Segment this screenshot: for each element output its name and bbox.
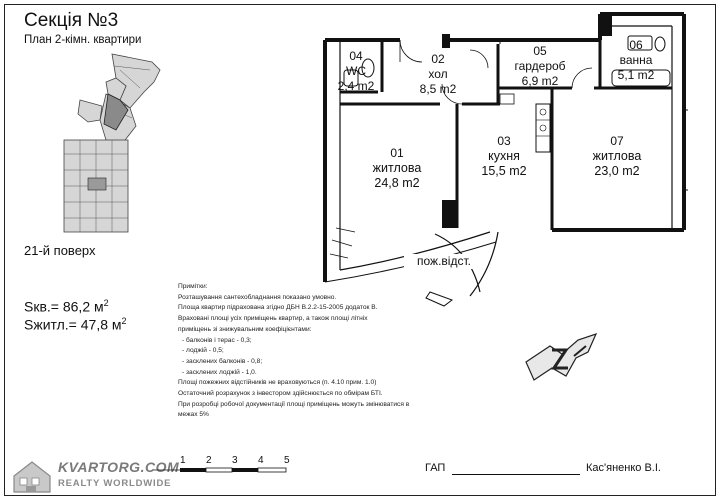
living-area-unit: 2 <box>121 316 127 326</box>
north-arrow-icon <box>525 333 598 381</box>
signature-line <box>452 474 580 475</box>
room-03-label: 03 кухня 15,5 m2 <box>464 134 544 179</box>
living-area-value: Sжитл.= 47,8 м <box>24 316 122 333</box>
room-04-name: WC <box>346 64 366 78</box>
room-01-name: житлова <box>372 161 422 175</box>
notes-heading: Примітки: <box>178 283 208 290</box>
architect-signature: Кас'яненко В.І. <box>586 462 661 474</box>
room-03-number: 03 <box>497 134 511 148</box>
room-07-label: 07 житлова 23,0 m2 <box>572 134 662 179</box>
notes-line: межах 5% <box>178 411 209 419</box>
room-01-label: 01 житлова 24,8 m2 <box>352 146 442 191</box>
evacuation-zone-label: пож.відст. <box>404 254 484 269</box>
total-area-unit: 2 <box>103 298 109 308</box>
living-area: Sжитл.= 47,8 м2 <box>24 316 127 333</box>
room-02-area: 8,5 m2 <box>419 82 457 96</box>
notes-block: Примітки: Розташування сантехобладнання … <box>178 282 443 421</box>
gap-label: ГАП <box>425 462 446 474</box>
room-02-label: 02 хол 8,5 m2 <box>410 52 466 97</box>
notes-line: При розробці робочої документації площі … <box>178 400 410 408</box>
room-06-name: ванна <box>619 53 653 67</box>
total-area-value: Sкв.= 86,2 м <box>24 298 104 315</box>
room-02-number: 02 <box>431 52 445 66</box>
notes-line: Враховані площі усіх приміщень квартир, … <box>178 315 368 323</box>
room-04-number: 04 <box>349 49 363 63</box>
total-area: Sкв.= 86,2 м2 <box>24 298 109 315</box>
notes-line: Розташування сантехобладнання показано у… <box>178 293 337 301</box>
room-04-area: 2,4 m2 <box>337 79 375 93</box>
floor-label: 21-й поверх <box>24 243 96 258</box>
notes-line: - лоджій - 0,5; <box>182 347 224 355</box>
room-05-name: гардероб <box>514 59 566 73</box>
logo-text: KVARTORG.COM <box>58 459 180 475</box>
scale-bar <box>154 467 287 473</box>
room-03-area: 15,5 m2 <box>481 164 527 178</box>
room-05-label: 05 гардероб 6,9 m2 <box>500 44 580 89</box>
key-plan-thumbnail <box>63 53 161 233</box>
room-06-number: 06 <box>629 38 643 52</box>
logo-tagline: REALTY WORLDWIDE <box>58 478 172 489</box>
room-07-area: 23,0 m2 <box>594 164 640 178</box>
notes-line: Площа квартир підрахована згідно ДБН В.2… <box>178 304 378 312</box>
room-07-number: 07 <box>610 134 624 148</box>
room-01-area: 24,8 m2 <box>374 176 420 190</box>
notes-line: - засклених балконів - 0,8; <box>182 357 263 365</box>
room-02-name: хол <box>428 67 448 81</box>
room-03-name: кухня <box>488 149 520 163</box>
kvartorg-logo-icon <box>13 461 51 493</box>
room-05-number: 05 <box>533 44 547 58</box>
room-07-name: житлова <box>592 149 642 163</box>
notes-line: - балконів і терас - 0,3; <box>182 336 252 344</box>
scale-tick-label: 3 <box>232 455 238 466</box>
notes-line: Остаточний розрахунок з інвестором здійс… <box>178 390 383 398</box>
scale-tick-label: 1 <box>180 455 186 466</box>
notes-line: приміщень зі знижувальним коефіцієнтами: <box>178 325 312 333</box>
plan-subtitle: План 2-кімн. квартири <box>24 34 142 46</box>
scale-tick-label: 2 <box>206 455 212 466</box>
room-06-area: 5,1 m2 <box>617 68 655 82</box>
room-06-label: 06 ванна 5,1 m2 <box>604 38 668 83</box>
sheet-frame <box>4 4 716 496</box>
scale-tick-label: 4 <box>258 455 264 466</box>
section-title: Секція №3 <box>24 10 119 31</box>
notes-line: - засклених лоджій - 1,0. <box>182 368 257 376</box>
scale-tick-label: 5 <box>284 455 290 466</box>
room-04-label: 04 WC 2,4 m2 <box>336 49 376 94</box>
notes-line: Площі пожежних відстійників не враховуют… <box>178 379 377 387</box>
room-01-number: 01 <box>390 146 404 160</box>
room-05-area: 6,9 m2 <box>521 74 559 88</box>
